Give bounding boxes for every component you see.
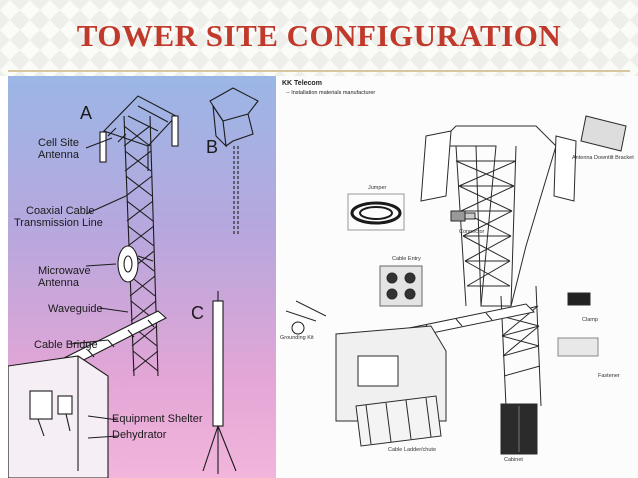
label-cable-ladder: Cable Ladder/chute [388, 447, 437, 453]
label-b: B [206, 137, 219, 157]
left-diagram-panel: A B C Cell Site Antenna Coaxial Cable Tr… [8, 76, 276, 478]
company-tagline: -- Installation materials manufacturer [286, 90, 376, 96]
antenna-b [209, 87, 259, 236]
label-equipment-shelter: Equipment Shelter [112, 413, 203, 425]
label-waveguide: Waveguide [48, 303, 103, 315]
label-clamp: Clamp [582, 317, 598, 323]
tower-c [202, 291, 237, 474]
label-cabinet: Cabinet [504, 457, 523, 463]
label-a: A [80, 103, 93, 123]
right-diagram-panel: KK Telecom -- Installation materials man… [276, 76, 638, 478]
slide-title: TOWER SITE CONFIGURATION [76, 18, 562, 53]
label-jumper: Jumper [368, 185, 387, 191]
title-background [0, 0, 638, 76]
label-grounding-kit: Grounding Kit [280, 335, 314, 341]
label-fastener: Fastener [598, 373, 620, 379]
label-cell-site-antenna: Cell Site Antenna [38, 137, 79, 161]
label-cable-bridge: Cable Bridge [34, 339, 98, 351]
tower-a [99, 95, 179, 377]
label-connector: Connector [459, 229, 485, 235]
label-antenna-bracket: Antenna Downtilt Bracket [572, 155, 634, 161]
right-tower-illustration [285, 115, 627, 455]
label-c: C [191, 303, 204, 323]
label-dehydrator: Dehydrator [112, 429, 167, 441]
title-divider [8, 70, 630, 72]
label-coaxial-cable: Coaxial Cable Transmission Line [14, 205, 103, 229]
company-name: KK Telecom [282, 80, 322, 87]
left-tower-illustration [8, 87, 259, 478]
label-cable-entry: Cable Entry [392, 256, 421, 262]
label-microwave-antenna: Microwave Antenna [38, 265, 91, 289]
